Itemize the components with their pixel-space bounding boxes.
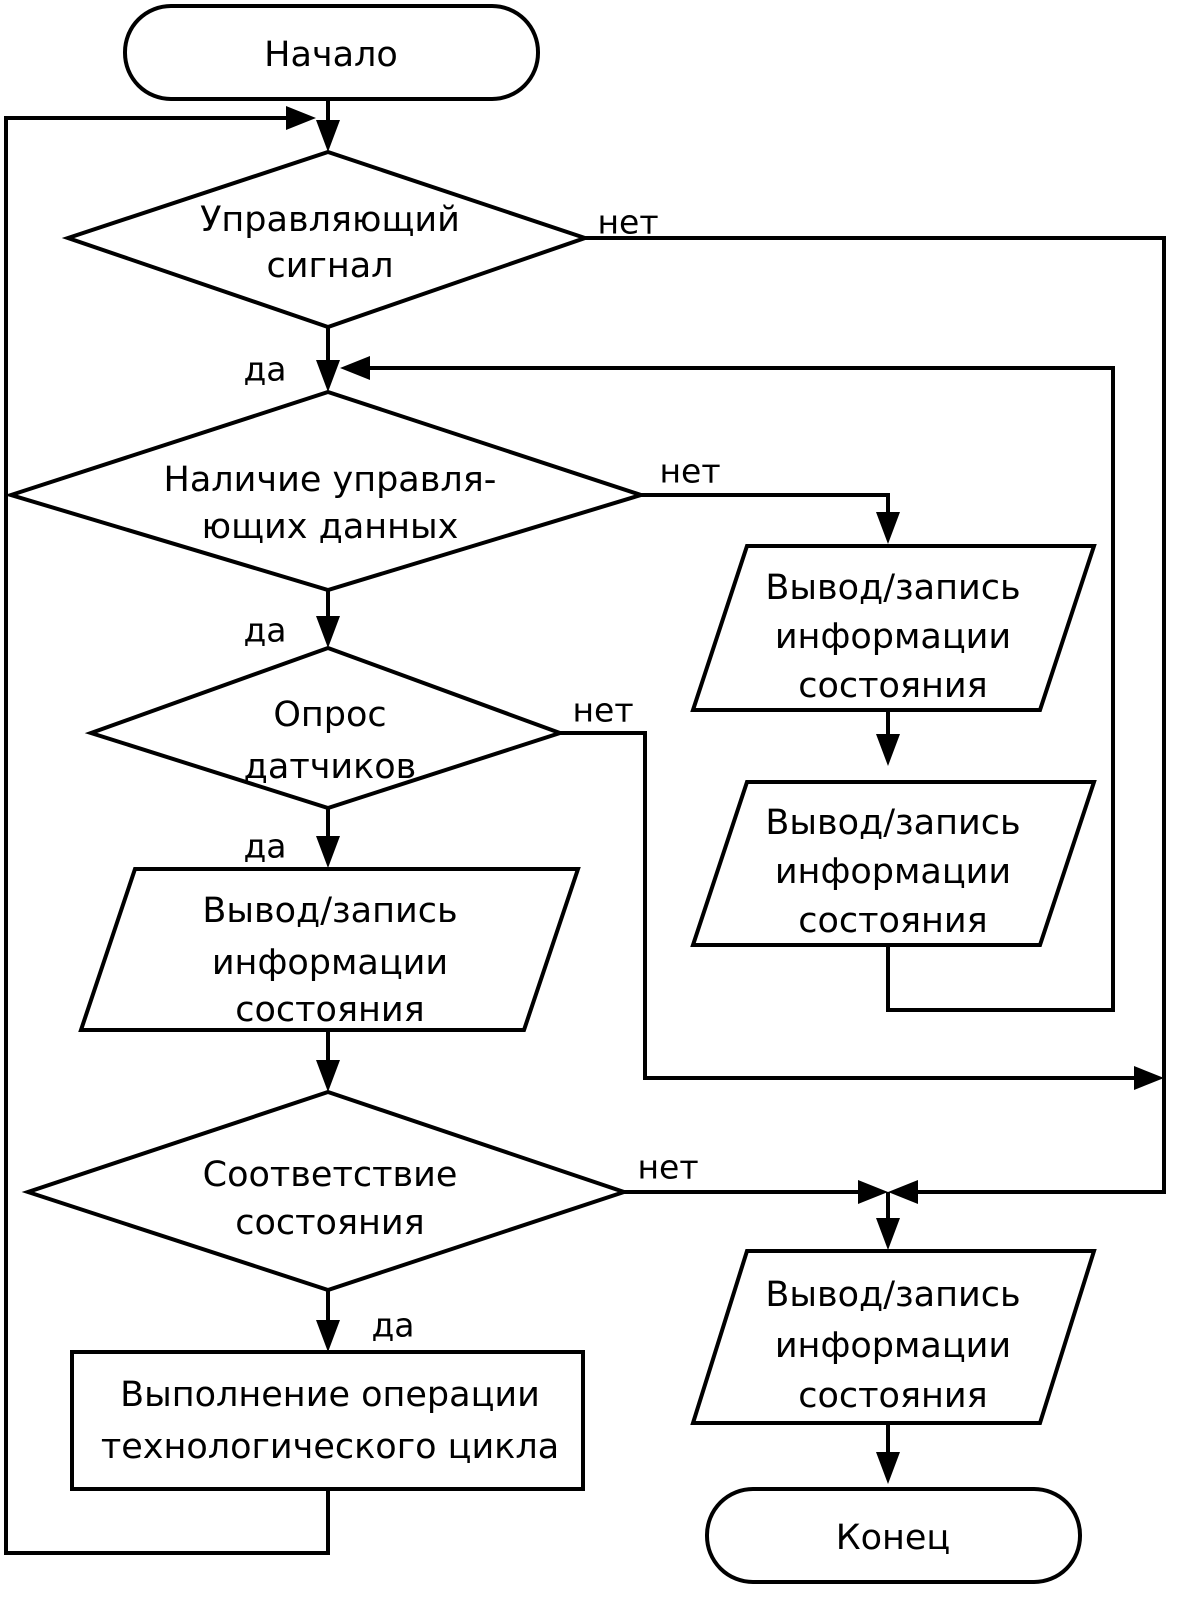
node-io-right-mid[interactable]: Вывод/запись информации состояния (690, 780, 1097, 947)
io-right-mid-shape (690, 780, 1097, 947)
node-io-right-bottom[interactable]: Вывод/запись информации состояния (690, 1249, 1097, 1425)
io-right-mid-line2: информации (775, 852, 1011, 892)
terminator-start-shape (123, 4, 540, 101)
node-decision-control-data[interactable]: Наличие управля- ющих данных (4, 389, 648, 593)
arrowhead-process-feedback-loop (286, 106, 316, 130)
process-cycle-shape (70, 1350, 585, 1491)
arrowhead-state-match-yes (316, 1320, 340, 1352)
arrowhead-start-to-control-signal (316, 120, 340, 152)
io-right-bottom-line3: состояния (798, 1376, 987, 1416)
io-right-bottom-line2: информации (775, 1326, 1011, 1366)
arrowhead-state-match-no (858, 1180, 888, 1204)
edge-control-data-no (641, 493, 890, 530)
edge-label-sensors-yes: да (243, 827, 286, 866)
process-cycle-line2: технологического цикла (101, 1427, 559, 1467)
node-decision-control-signal[interactable]: Управляющий сигнал (61, 149, 592, 330)
io-right-bottom-line1: Вывод/запись (765, 1275, 1020, 1315)
terminator-end-shape (705, 1487, 1082, 1584)
io-right-top-line2: информации (775, 617, 1011, 657)
decision-control-signal-line1: Управляющий (200, 200, 460, 240)
terminator-start-label: Начало (264, 35, 398, 75)
edge-sensors-no (560, 731, 1152, 1080)
decision-control-data-line1: Наличие управля- (164, 460, 497, 500)
edge-label-sensors-no: нет (572, 691, 633, 730)
arrowhead-control-data-no (876, 512, 900, 544)
decision-state-match-shape (21, 1089, 631, 1293)
io-right-top-line1: Вывод/запись (765, 568, 1020, 608)
io-right-mid-line3: состояния (798, 901, 987, 941)
arrowhead-io-right-bottom-to-end (876, 1452, 900, 1484)
process-cycle-line1: Выполнение операции (120, 1375, 540, 1415)
node-end[interactable]: Конец (705, 1487, 1082, 1584)
arrowhead-io-left-to-state-match (316, 1060, 340, 1092)
arrowhead-control-data-yes (316, 616, 340, 648)
arrowhead-io-right-mid-return (340, 356, 370, 380)
decision-control-data-shape (4, 389, 648, 593)
edge-label-control-data-no: нет (659, 452, 720, 491)
io-right-mid-line1: Вывод/запись (765, 803, 1020, 843)
decision-sensors-shape (84, 645, 567, 811)
edge-label-control-signal-no: нет (597, 203, 658, 242)
node-process-cycle[interactable]: Выполнение операции технологического цик… (70, 1350, 585, 1491)
decision-state-match-line1: Соответствие (203, 1155, 458, 1195)
decision-sensors-line2: датчиков (244, 747, 417, 787)
io-left-line2: информации (212, 943, 448, 983)
arrowhead-junction-to-io-right-bottom (876, 1218, 900, 1250)
io-right-bottom-shape (690, 1249, 1097, 1425)
decision-state-match-line2: состояния (235, 1203, 424, 1243)
edge-io-right-mid-return (352, 366, 1115, 1012)
node-io-left[interactable]: Вывод/запись информации состояния (78, 867, 581, 1032)
decision-control-data-line2: ющих данных (202, 507, 459, 547)
io-right-top-shape (690, 544, 1097, 712)
edge-process-feedback-loop (4, 116, 330, 1555)
decision-control-signal-shape (61, 149, 592, 330)
edge-label-state-match-yes: да (371, 1306, 414, 1345)
arrowhead-io-right-top-to-mid (876, 734, 900, 766)
io-left-line1: Вывод/запись (202, 891, 457, 931)
terminator-end-label: Конец (836, 1518, 951, 1558)
edge-control-signal-no (585, 236, 1166, 1194)
node-start[interactable]: Начало (123, 4, 540, 101)
node-decision-sensors[interactable]: Опрос датчиков (84, 645, 567, 811)
arrowhead-sensors-no (1134, 1066, 1164, 1090)
arrowhead-control-signal-yes (316, 360, 340, 392)
node-decision-state-match[interactable]: Соответствие состояния (21, 1089, 631, 1293)
io-left-line3: состояния (235, 990, 424, 1030)
edge-label-state-match-no: нет (637, 1148, 698, 1187)
decision-sensors-line1: Опрос (273, 695, 386, 735)
edge-label-control-signal-yes: да (243, 350, 286, 389)
arrowhead-control-signal-no (888, 1180, 918, 1204)
decision-control-signal-line2: сигнал (266, 246, 393, 286)
arrowhead-sensors-yes (316, 836, 340, 868)
node-io-right-top[interactable]: Вывод/запись информации состояния (690, 544, 1097, 712)
io-right-top-line3: состояния (798, 666, 987, 706)
io-left-shape (78, 867, 581, 1032)
edge-label-control-data-yes: да (243, 611, 286, 650)
